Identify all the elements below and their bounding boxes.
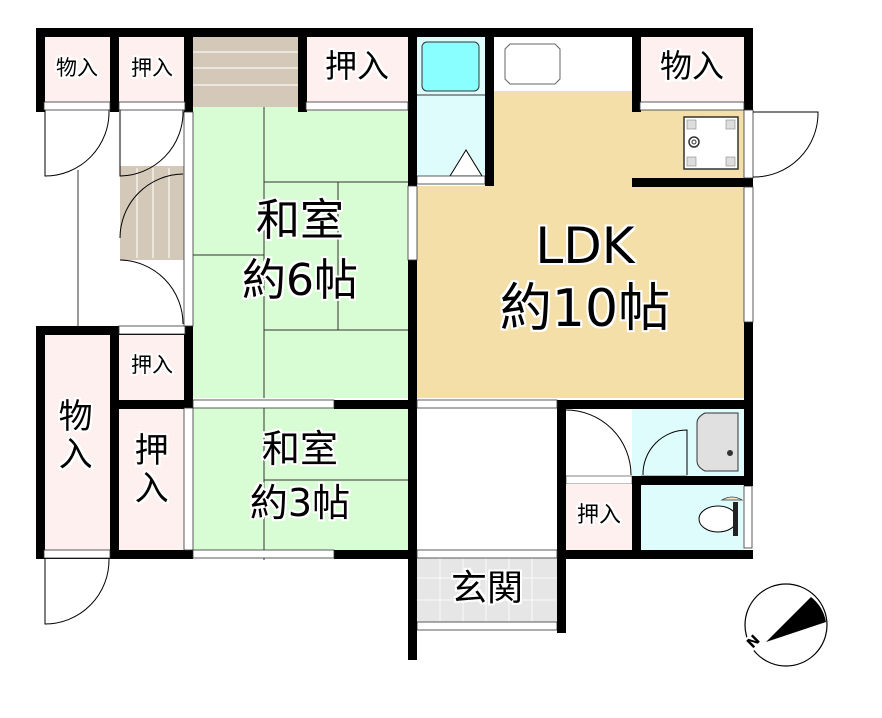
label-monoire-top-right: 物入 — [659, 47, 724, 85]
washitsu-3-floor — [193, 408, 410, 550]
shower-bath-icon — [696, 412, 739, 472]
label-oshiire-bottom: 押入 — [576, 503, 621, 528]
label-washitsu-6-size: 約6帖 — [242, 255, 358, 306]
door-swing-top-left — [44, 109, 110, 177]
storage-monoire-top-right — [640, 36, 744, 102]
storage-oshiire-top-2 — [306, 36, 408, 102]
drain-icon — [688, 136, 700, 148]
hallway — [417, 408, 557, 550]
label-oshiire-top-1: 押入 — [131, 56, 173, 80]
door-swing-right — [752, 111, 819, 178]
label-monoire-top-left: 物入 — [56, 56, 98, 80]
ldk-floor — [417, 91, 744, 398]
storage-oshiire-left-vertical — [119, 408, 185, 550]
label-washitsu-6-name: 和室 — [256, 195, 344, 246]
label-genkan: 玄関 — [450, 568, 523, 609]
label-monoire-left-vertical: 物入 — [52, 398, 93, 474]
label-washitsu-3-size: 約3帖 — [249, 481, 351, 525]
storage-oshiire-left-mid — [119, 334, 185, 400]
toilet-icon — [698, 505, 738, 533]
stairs-left — [120, 166, 184, 260]
door-swing-washroom — [565, 409, 632, 476]
label-oshiire-top-2: 押入 — [324, 47, 389, 85]
label-washitsu-3-name: 和室 — [261, 427, 338, 471]
compass — [744, 583, 828, 667]
label-oshiire-left-mid: 押入 — [131, 353, 173, 377]
label-ldk-name: LDK — [535, 217, 635, 275]
sink-icon — [504, 43, 561, 85]
storage-monoire-top-left — [44, 36, 110, 102]
storage-oshiire-bottom — [566, 484, 632, 550]
storage-oshiire-top-1 — [119, 36, 185, 102]
stairs-top — [193, 36, 298, 107]
storage-monoire-left-vertical — [44, 334, 110, 550]
label-oshiire-left-vertical: 押入 — [128, 432, 169, 508]
washitsu-6-floor — [193, 107, 410, 398]
label-ldk-size: 約10帖 — [499, 279, 671, 339]
bathtub — [421, 41, 480, 92]
door-swing-bottom-left — [44, 558, 110, 625]
